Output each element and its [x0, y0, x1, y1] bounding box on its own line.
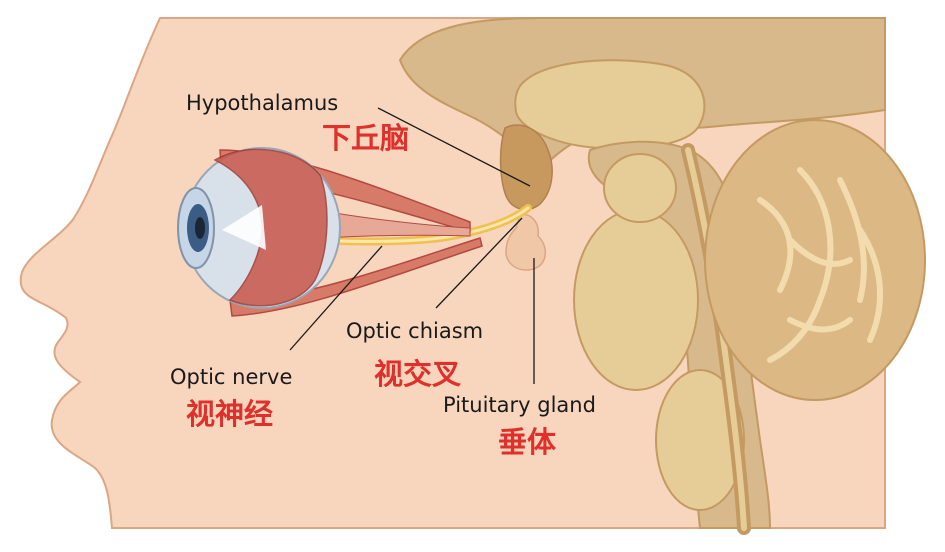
- pupil-shape: [195, 217, 205, 239]
- hypothalamus-label-en: Hypothalamus: [186, 91, 338, 115]
- pituitary-gland-label-zh: 垂体: [498, 425, 557, 459]
- optic-nerve-label-zh: 视神经: [186, 397, 273, 431]
- pituitary-gland-label-en: Pituitary gland: [443, 393, 596, 417]
- pons-shape: [573, 209, 699, 391]
- medulla-shape: [655, 369, 745, 511]
- leader-optic-nerve: [289, 245, 383, 351]
- hypothalamus-region: [499, 124, 553, 211]
- optic-nerve-label-en: Optic nerve: [170, 365, 292, 389]
- leader-hypothalamus: [377, 107, 531, 187]
- midbrain-shape: [603, 153, 677, 223]
- eye-cutaway-highlight: [222, 205, 266, 250]
- optic-chiasm-label-en: Optic chiasm: [346, 319, 483, 343]
- pituitary-gland-shape: [505, 213, 546, 271]
- thalamus-shape: [514, 59, 706, 150]
- leader-optic-chiasm: [435, 217, 523, 309]
- hypothalamus-label-zh: 下丘脑: [322, 121, 409, 155]
- optic-chiasm-label-zh: 视交叉: [374, 357, 461, 391]
- cerebellum-folds: [757, 167, 883, 363]
